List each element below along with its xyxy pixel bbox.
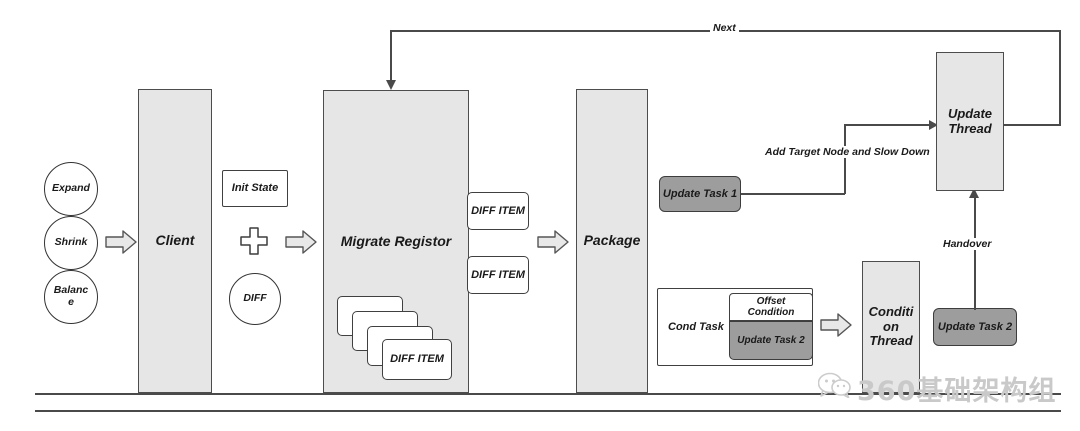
diff-item-output-2-label: DIFF ITEM xyxy=(471,268,525,281)
baseline-rule-lower xyxy=(35,410,1061,412)
update-task-1-box[interactable]: Update Task 1 xyxy=(659,176,741,212)
trigger-circle-expand[interactable]: Expand xyxy=(44,162,98,216)
edge-next-vertical-right xyxy=(1059,30,1061,125)
update-task-2-box[interactable]: Update Task 2 xyxy=(933,308,1017,346)
init-state-label: Init State xyxy=(231,182,279,195)
arrow-triggers-to-client xyxy=(105,229,137,255)
edge-next-stub-right xyxy=(1003,124,1061,126)
cond-update-task-2-label: Update Task 2 xyxy=(737,334,805,346)
diff-label: DIFF xyxy=(243,292,267,305)
arrowhead-next-into-migrate-registor xyxy=(386,80,396,90)
edge-label-next: Next xyxy=(710,22,739,34)
lane-label-update-thread: Update Thread xyxy=(947,105,993,136)
lane-label-migrate-registor: Migrate Registor xyxy=(340,232,452,249)
trigger-label-balance: Balanc e xyxy=(53,284,89,308)
trigger-label-shrink: Shrink xyxy=(54,236,88,249)
edge-label-handover: Handover xyxy=(940,238,995,250)
edge-label-add-target-node: Add Target Node and Slow Down xyxy=(762,146,933,158)
edge-update-task-1-horizontal xyxy=(741,193,845,195)
edge-next-vertical-left xyxy=(390,30,392,82)
baseline-rule-upper xyxy=(35,393,1061,395)
lane-update-thread[interactable]: Update Thread xyxy=(936,52,1004,191)
init-state-box[interactable]: Init State xyxy=(222,170,288,207)
lane-client[interactable]: Client xyxy=(138,89,212,393)
arrow-inputs-to-migrate-registor xyxy=(285,229,317,255)
watermark-text: 360基础架构组 xyxy=(857,376,1057,407)
arrow-cond-task-to-condition-thread xyxy=(820,312,852,338)
diff-item-output-1[interactable]: DIFF ITEM xyxy=(467,192,529,230)
plus-icon xyxy=(239,226,269,261)
trigger-circle-shrink[interactable]: Shrink xyxy=(44,216,98,270)
wechat-icon xyxy=(817,372,852,405)
diff-item-output-1-label: DIFF ITEM xyxy=(471,204,525,217)
diff-item-stack-label: DIFF ITEM xyxy=(390,353,444,366)
update-task-1-label: Update Task 1 xyxy=(662,187,738,200)
offset-condition-box[interactable]: Offset Condition xyxy=(729,293,813,321)
lane-label-package: Package xyxy=(583,232,641,249)
cond-update-task-2-box[interactable]: Update Task 2 xyxy=(729,321,813,360)
lane-package[interactable]: Package xyxy=(576,89,648,393)
offset-condition-label: Offset Condition xyxy=(747,295,795,318)
watermark: 360基础架构组 xyxy=(817,369,1057,408)
trigger-circle-balance[interactable]: Balanc e xyxy=(44,270,98,324)
trigger-label-expand: Expand xyxy=(52,182,90,195)
arrowhead-handover xyxy=(969,188,979,198)
edge-update-task-1-vertical xyxy=(844,124,846,194)
diff-item-stack-card-front[interactable]: DIFF ITEM xyxy=(382,339,452,380)
edge-update-task-1-to-thread xyxy=(844,124,931,126)
update-task-2-label: Update Task 2 xyxy=(937,320,1013,333)
lane-label-condition-thread: Conditi on Thread xyxy=(868,304,914,349)
diff-circle[interactable]: DIFF xyxy=(229,273,281,325)
arrowhead-into-update-thread xyxy=(929,120,938,130)
arrow-diff-items-to-package xyxy=(537,229,569,255)
lane-label-client: Client xyxy=(155,232,195,249)
diff-item-output-2[interactable]: DIFF ITEM xyxy=(467,256,529,294)
cond-task-label: Cond Task xyxy=(668,320,724,333)
edge-handover-line xyxy=(974,192,976,310)
lane-condition-thread[interactable]: Conditi on Thread xyxy=(862,261,920,393)
